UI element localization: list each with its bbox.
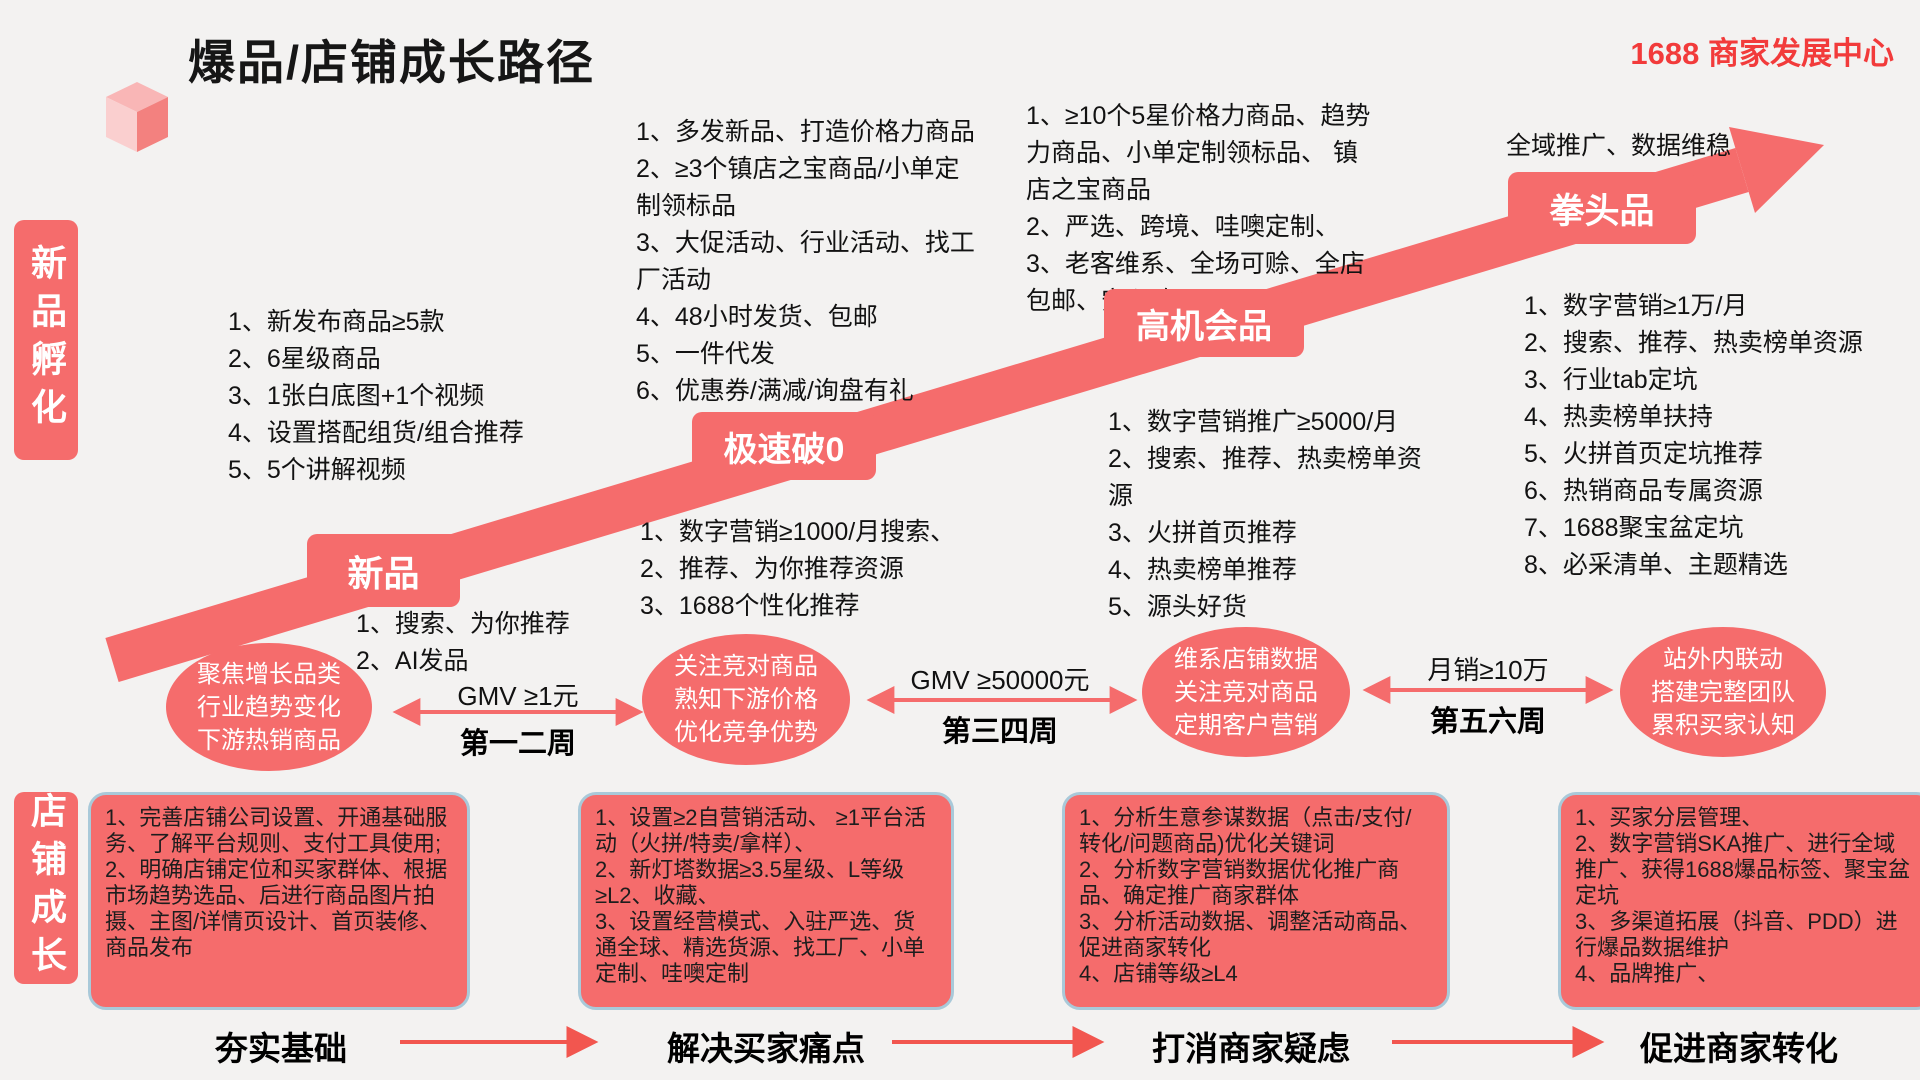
list-item: 4、48小时发货、包邮 (636, 303, 878, 331)
list-item: 6、优惠券/满减/询盘有礼 (636, 377, 914, 405)
connector-1-metric: GMV ≥1元 (457, 681, 579, 711)
list-item: 3、老客维系、全场可赊、全店包邮、安心购 (1026, 250, 1365, 315)
stage-label-highopp: 高机会品 (1104, 289, 1304, 357)
list-item: 8、必采清单、主题精选 (1524, 551, 1788, 579)
list-item: 1、数字营销≥1万/月 (1524, 292, 1748, 320)
list-item: 1、搜索、为你推荐 (356, 610, 570, 638)
list-item: 2、6星级商品 (228, 345, 381, 373)
stage-new-resources: 1、搜索、为你推荐 2、AI发品 (356, 606, 656, 680)
list-item: 站外内联动 (1663, 645, 1783, 673)
list-item: 1、完善店铺公司设置、开通基础服务、了解平台规则、支付工具使用; (105, 805, 448, 856)
list-item: 4、热卖榜单推荐 (1108, 556, 1297, 584)
list-item: 熟知下游价格 (674, 686, 818, 713)
growth-box-conversion: 1、买家分层管理、2、数字营销SKA推广、进行全域推广、获得1688爆品标签、聚… (1558, 792, 1920, 1010)
list-item: 4、设置搭配组货/组合推荐 (228, 419, 524, 447)
list-item: 3、1张白底图+1个视频 (228, 382, 485, 410)
list-item: 2、AI发品 (356, 647, 469, 675)
milestone-focus-categories: 聚焦增长品类行业趋势变化下游热销商品 (166, 643, 372, 771)
list-item: 5、5个讲解视频 (228, 456, 406, 484)
stage-highopp-requirements: 1、≥10个5星价格力商品、趋势力商品、小单定制领标品、 镇店之宝商品 2、严选、… (1026, 98, 1376, 320)
connector-3-week: 第五六周 (1429, 706, 1546, 738)
list-item: 优化竞争优势 (674, 719, 818, 746)
milestone-offsite-team: 站外内联动搭建完整团队累积买家认知 (1620, 627, 1826, 757)
list-item: 1、多发新品、打造价格力商品 (636, 118, 975, 146)
list-item: 下游热销商品 (197, 726, 341, 754)
list-item: 3、分析活动数据、调整活动商品、促进商家转化 (1079, 909, 1422, 960)
stage-label-break0: 极速破0 (692, 412, 876, 480)
list-item: 3、行业tab定坑 (1524, 366, 1698, 394)
list-item: 关注竞对商品 (1174, 678, 1318, 706)
list-item: 5、源头好货 (1108, 593, 1247, 621)
list-item: 4、店铺等级≥L4 (1079, 961, 1238, 986)
list-item: 1、买家分层管理、 (1575, 805, 1764, 830)
side-label-incubation: 新品孵化 (14, 220, 78, 460)
list-item: 维系店铺数据 (1174, 645, 1318, 673)
list-item: 1、新发布商品≥5款 (228, 308, 445, 336)
list-item: 3、设置经营模式、入驻严选、货通全球、精选货源、找工厂、小单定制、哇噢定制 (595, 909, 926, 986)
step-label-3: 打消商家疑虑 (1152, 1030, 1350, 1067)
list-item: 1、数字营销推广≥5000/月 (1108, 408, 1399, 436)
step-label-2: 解决买家痛点 (667, 1030, 865, 1067)
list-item: 2、数字营销SKA推广、进行全域推广、获得1688爆品标签、聚宝盆定坑 (1575, 831, 1910, 908)
stage-break0-requirements: 1、多发新品、打造价格力商品 2、≥3个镇店之宝商品/小单定制领标品 3、大促活动、… (636, 114, 984, 410)
list-item: 2、严选、跨境、哇噢定制、 (1026, 213, 1340, 241)
stage-label-fist: 拳头品 (1508, 172, 1696, 244)
list-item: 1、数字营销≥1000/月搜索、 (640, 518, 956, 546)
list-item: 2、推荐、为你推荐资源 (640, 555, 904, 583)
step-label-1: 夯实基础 (215, 1030, 347, 1067)
list-item: 行业趋势变化 (197, 693, 341, 721)
list-item: 1、分析生意参谋数据（点击/支付/转化/问题商品)优化关键词 (1079, 805, 1412, 856)
side-label-store-growth: 店铺成长 (14, 792, 78, 984)
list-item: 累积买家认知 (1651, 711, 1795, 739)
list-item: 搭建完整团队 (1651, 678, 1795, 706)
cube-icon (106, 82, 168, 152)
list-item: 2、搜索、推荐、热卖榜单资源 (1524, 329, 1863, 357)
list-item: 6、热销商品专属资源 (1524, 477, 1763, 505)
brand-label: 1688 商家发展中心 (1630, 36, 1894, 71)
stage-highopp-resources: 1、数字营销推广≥5000/月 2、搜索、推荐、热卖榜单资源 3、火拼首页推荐 4、热… (1108, 404, 1438, 626)
list-item: 3、多渠道拓展（抖音、PDD）进行爆品数据维护 (1575, 909, 1898, 960)
list-item: 定期客户营销 (1174, 711, 1318, 739)
list-item: 7、1688聚宝盆定坑 (1524, 514, 1744, 542)
list-item: 2、新灯塔数据≥3.5星级、L等级≥L2、收藏、 (595, 857, 905, 908)
list-item: 2、明确店铺定位和买家群体、根据市场趋势选品、后进行商品图片拍摄、主图/详情页设… (105, 857, 448, 960)
stage-new-requirements: 1、新发布商品≥5款 2、6星级商品 3、1张白底图+1个视频 4、设置搭配组货/组合… (228, 304, 568, 489)
growth-path-arrowhead (1729, 127, 1824, 213)
stage-label-new: 新品 (307, 534, 460, 607)
list-item: 2、搜索、推荐、热卖榜单资源 (1108, 445, 1422, 510)
stage-fist-note: 全域推广、数据维稳 (1506, 132, 1732, 160)
step-label-4: 促进商家转化 (1640, 1030, 1838, 1067)
list-item: 4、热卖榜单扶持 (1524, 403, 1713, 431)
connector-2-week: 第三四周 (941, 716, 1058, 748)
connector-1-week: 第一二周 (459, 728, 576, 760)
connector-3-metric: 月销≥10万 (1427, 655, 1549, 685)
list-item: 3、火拼首页推荐 (1108, 519, 1297, 547)
list-item: 3、1688个性化推荐 (640, 592, 860, 620)
growth-box-painpoints: 1、设置≥2自营销活动、 ≥1平台活动（火拼/特卖/拿样）、2、新灯塔数据≥3.… (578, 792, 954, 1010)
list-item: 4、品牌推广、 (1575, 961, 1720, 986)
stage-fist-resources: 1、数字营销≥1万/月 2、搜索、推荐、热卖榜单资源 3、行业tab定坑 4、热卖榜单… (1524, 288, 1869, 584)
list-item: 2、≥3个镇店之宝商品/小单定制领标品 (636, 155, 960, 220)
list-item: 2、分析数字营销数据优化推广商品、确定推广商家群体 (1079, 857, 1400, 908)
page-title: 爆品/店铺成长路径 (188, 36, 596, 89)
list-item: 5、一件代发 (636, 340, 775, 368)
list-item: 5、火拼首页定坑推荐 (1524, 440, 1763, 468)
growth-box-foundation: 1、完善店铺公司设置、开通基础服务、了解平台规则、支付工具使用;2、明确店铺定位… (88, 792, 470, 1010)
list-item: 1、设置≥2自营销活动、 ≥1平台活动（火拼/特卖/拿样）、 (595, 805, 926, 856)
list-item: 聚焦增长品类 (197, 660, 341, 688)
milestone-competitor-price: 关注竞对商品熟知下游价格优化竞争优势 (642, 634, 850, 765)
stage-break0-resources: 1、数字营销≥1000/月搜索、 2、推荐、为你推荐资源 3、1688个性化推荐 (640, 514, 980, 625)
list-item: 3、大促活动、行业活动、找工厂活动 (636, 229, 975, 294)
milestone-store-data: 维系店铺数据关注竞对商品定期客户营销 (1142, 627, 1350, 757)
connector-2-metric: GMV ≥50000元 (910, 665, 1090, 695)
list-item: 1、≥10个5星价格力商品、趋势力商品、小单定制领标品、 镇店之宝商品 (1026, 102, 1371, 204)
list-item: 关注竞对商品 (674, 653, 818, 680)
